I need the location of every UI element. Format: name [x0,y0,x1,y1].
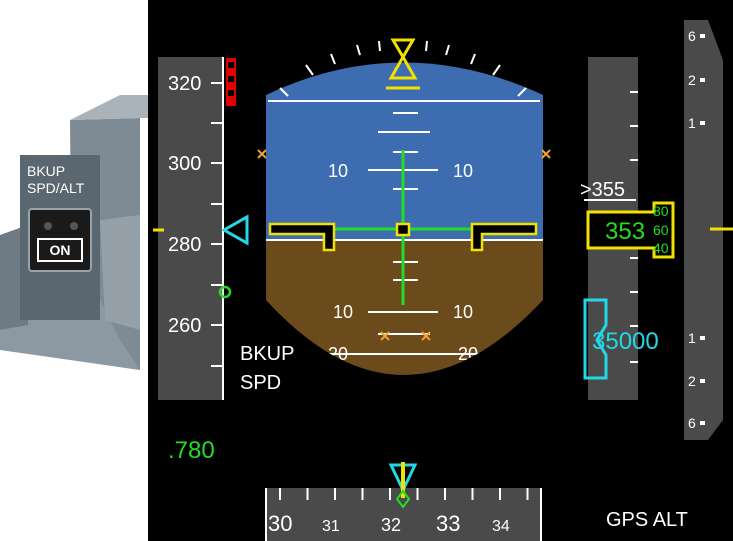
speed-tape-label: 260 [168,315,201,337]
vs-label-down-2: 2 [688,373,696,389]
heading-label: 33 [436,511,460,536]
vs-ticks [700,34,705,425]
vs-label-up-2: 2 [688,72,696,88]
indicator-light-right [70,222,78,230]
backup-spd-alt-button[interactable]: ON [28,208,92,272]
overspeed-band-check [228,90,234,96]
speed-tape-label: 320 [168,73,201,95]
aircraft-symbol-left-wing [268,222,336,252]
gps-alt-mode-label: GPS ALT [606,509,688,531]
selected-altitude-bug [583,298,608,380]
pitch-label-up-left: 10 [328,161,348,181]
ground [266,240,543,375]
altitude-readout-prefix: 353 [605,218,645,245]
pitch-label-down-right: 10 [453,302,473,322]
on-indicator: ON [37,238,83,262]
selected-altitude-marker: >355 [580,179,625,201]
pitch-label-20-left: 20 [328,344,348,364]
green-dot-speed [218,285,232,299]
pitch-label-up-right: 10 [453,161,473,181]
bkup-spd-label-line1: BKUP [240,343,294,365]
bkup-spd-label-line2: SPD [240,372,281,394]
vs-label-down-6: 6 [688,415,696,431]
roll-pointer [388,53,418,80]
pitch-label-down-left: 10 [333,302,353,322]
roll-index-pointer [390,38,416,60]
heading-label: 34 [492,518,510,535]
cockpit-panel-photo: BKUP SPD/ALT ON [0,0,148,541]
aircraft-symbol-center [395,222,411,237]
altitude-drum-upper: 80 [653,203,669,219]
sky [266,62,543,240]
altitude-ticks [630,91,638,363]
panel-housing-graphic [0,95,148,370]
altitude-readout-box [586,201,675,259]
track-diamond [395,489,411,509]
heading-label: 32 [381,515,401,535]
fpv-markers [380,331,431,341]
altitude-drum-lower: 40 [653,240,669,256]
mach-readout: .780 [168,437,215,464]
vs-label-up-6: 6 [688,28,696,44]
pitch-label-20-right: 20 [458,344,478,364]
backup-switch-label: BKUP SPD/ALT [27,163,117,197]
altitude-drum-middle: 60 [653,222,669,238]
heading-label: 31 [322,518,340,535]
speed-tape-label: 300 [168,153,201,175]
indicator-light-left [44,222,52,230]
vs-label-up-1: 1 [688,115,696,131]
overspeed-band-check [228,62,234,68]
vertical-speed-scale [684,20,723,440]
aircraft-symbol-right-wing [470,222,538,252]
backup-switch-label-line2: SPD/ALT [27,180,85,196]
overspeed-band-check [228,76,234,82]
backup-switch-label-line1: BKUP [27,163,66,179]
attitude-indicator: 10 10 10 10 20 20 [266,62,543,375]
vs-label-down-1: 1 [688,330,696,346]
roll-scale [279,40,527,97]
heading-ticks: 30 31 32 33 34 [268,488,529,536]
selected-speed-bug [220,214,249,246]
side-markers [257,149,551,159]
heading-label: 30 [268,511,292,536]
selected-altitude-value: 35000 [592,328,659,355]
speed-ticks: 320 300 280 260 [168,73,223,367]
speed-tape [158,57,223,400]
speed-tape-label: 280 [168,234,201,256]
